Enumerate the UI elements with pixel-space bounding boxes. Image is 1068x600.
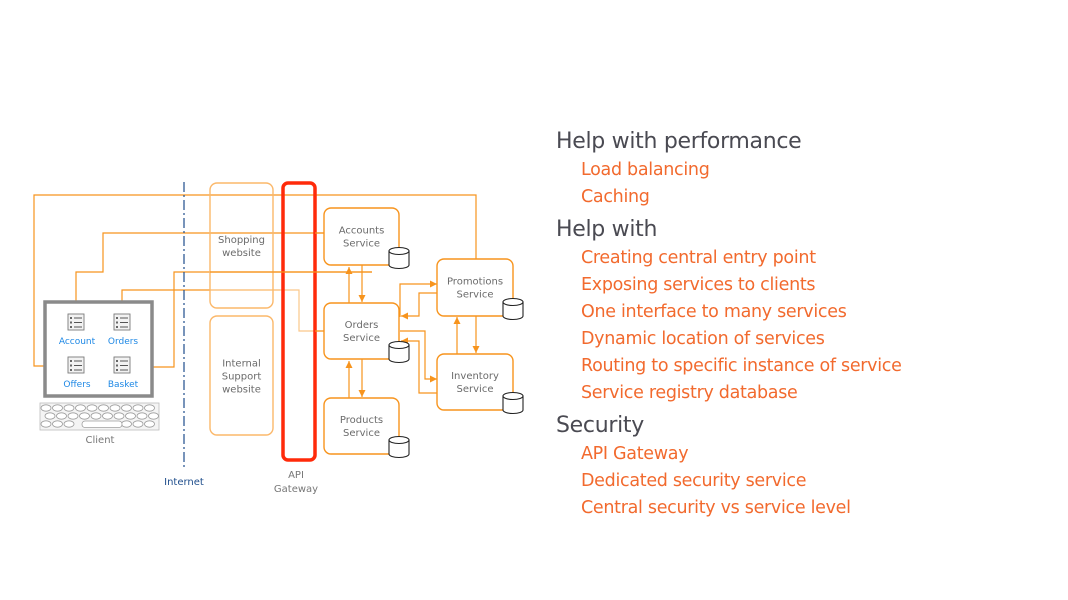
client-app-offers[interactable]: Offers bbox=[63, 356, 91, 390]
bullet-item: Service registry database bbox=[581, 383, 798, 403]
key bbox=[136, 412, 148, 420]
client-app-basket[interactable]: Basket bbox=[108, 356, 139, 390]
key bbox=[132, 420, 144, 428]
client-screen bbox=[43, 300, 154, 398]
section-heading: Help with bbox=[556, 217, 658, 242]
database-icon bbox=[502, 391, 524, 415]
key bbox=[63, 404, 75, 412]
key bbox=[125, 412, 136, 420]
database-icon bbox=[388, 340, 410, 364]
key bbox=[121, 404, 132, 412]
database-icon bbox=[502, 297, 524, 321]
key bbox=[90, 412, 102, 420]
gateway-label-1: API bbox=[288, 470, 304, 481]
key bbox=[52, 404, 63, 412]
bullet-item: API Gateway bbox=[581, 444, 689, 464]
spacebar bbox=[81, 420, 123, 428]
key bbox=[56, 412, 67, 420]
key bbox=[121, 420, 132, 428]
keyboard-icon bbox=[39, 402, 160, 431]
key bbox=[79, 412, 90, 420]
service-label: Inventory bbox=[451, 371, 499, 382]
key bbox=[40, 420, 52, 428]
api-gateway[interactable] bbox=[281, 181, 317, 462]
service-label: Promotions bbox=[447, 277, 503, 288]
bullet-item: Dedicated security service bbox=[581, 471, 807, 491]
service-label: Orders bbox=[345, 320, 379, 331]
bullet-item: Exposing services to clients bbox=[581, 275, 816, 295]
bullet-item: Central security vs service level bbox=[581, 498, 851, 518]
service-label: Products bbox=[340, 415, 383, 426]
key bbox=[148, 412, 159, 420]
bullet-item: Dynamic location of services bbox=[581, 329, 825, 349]
key bbox=[109, 404, 121, 412]
service-label: Service bbox=[343, 239, 380, 250]
connector-accounts-account bbox=[76, 232, 324, 313]
key bbox=[63, 420, 75, 428]
internet-label: Internet bbox=[164, 477, 204, 488]
client-device: Client bbox=[39, 300, 160, 446]
section-heading: Security bbox=[556, 413, 644, 438]
key bbox=[144, 404, 155, 412]
light-connectors bbox=[210, 289, 324, 332]
database-icon bbox=[388, 435, 410, 459]
bullet-item: Caching bbox=[581, 187, 650, 207]
client-app-account[interactable]: Account bbox=[59, 313, 96, 347]
key bbox=[102, 412, 113, 420]
key bbox=[44, 412, 56, 420]
client-app-label: Basket bbox=[108, 380, 139, 390]
client-label: Client bbox=[86, 435, 115, 446]
bullet-item: Load balancing bbox=[581, 160, 710, 180]
website-label: website bbox=[222, 385, 261, 396]
client-app-label: Offers bbox=[63, 380, 91, 390]
website-label: Shopping bbox=[218, 235, 265, 246]
bullet-item: One interface to many services bbox=[581, 302, 847, 322]
shopping-website[interactable]: Shopping website bbox=[209, 182, 274, 309]
key bbox=[132, 404, 144, 412]
list-icon bbox=[113, 356, 131, 374]
key bbox=[75, 404, 86, 412]
key bbox=[113, 412, 125, 420]
website-label: Internal bbox=[222, 359, 261, 370]
list-icon bbox=[67, 356, 85, 374]
key bbox=[144, 420, 155, 428]
gateway-service-connectors bbox=[210, 232, 372, 332]
bullet-item: Creating central entry point bbox=[581, 248, 816, 268]
client-app-label: Orders bbox=[108, 337, 139, 347]
list-icon bbox=[113, 313, 131, 331]
website-label: Support bbox=[222, 372, 262, 383]
service-label: Service bbox=[343, 428, 380, 439]
service-connectors bbox=[345, 265, 480, 398]
section-heading: Help with performance bbox=[556, 129, 802, 154]
gateway-label-2: Gateway bbox=[274, 484, 318, 495]
service-label: Service bbox=[457, 290, 494, 301]
key bbox=[40, 404, 52, 412]
list-icon bbox=[67, 313, 85, 331]
connector-light-orders bbox=[210, 289, 324, 332]
client-app-orders[interactable]: Orders bbox=[108, 313, 139, 347]
key bbox=[52, 420, 63, 428]
website-label: website bbox=[222, 248, 261, 259]
client-app-label: Account bbox=[59, 337, 96, 347]
service-label: Service bbox=[457, 384, 494, 395]
service-label: Accounts bbox=[339, 226, 385, 237]
bullet-item: Routing to specific instance of service bbox=[581, 356, 902, 376]
key bbox=[86, 404, 98, 412]
key bbox=[67, 412, 79, 420]
database-icon bbox=[388, 246, 410, 270]
service-label: Service bbox=[343, 333, 380, 344]
key bbox=[98, 404, 109, 412]
